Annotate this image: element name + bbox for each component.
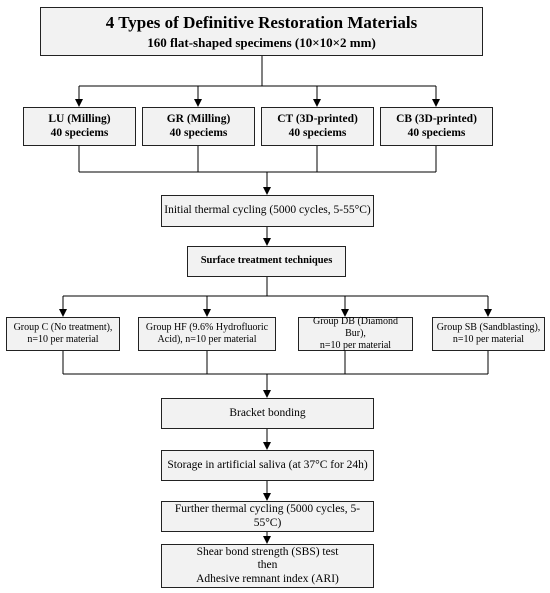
material-name: LU (Milling) xyxy=(48,112,111,125)
final-line-2: then xyxy=(257,559,278,572)
group-line-1: Group HF (9.6% Hydrofluoric xyxy=(145,322,269,333)
title-line-1: 4 Types of Definitive Restoration Materi… xyxy=(105,12,418,32)
group-line-2: Acid), n=10 per material xyxy=(157,334,257,345)
title-box: 4 Types of Definitive Restoration Materi… xyxy=(40,7,483,56)
group-db-box: Group DB (Diamond Bur), n=10 per materia… xyxy=(298,316,413,351)
group-line-1: Group DB (Diamond Bur), xyxy=(313,316,398,339)
final-test-box: Shear bond strength (SBS) test then Adhe… xyxy=(161,544,374,588)
initial-thermal-cycling-label: Initial thermal cycling (5000 cycles, 5-… xyxy=(164,204,371,217)
material-name: CT (3D-printed) xyxy=(277,112,358,125)
surface-treatment-label: Surface treatment techniques xyxy=(200,255,333,267)
material-count: 40 speciems xyxy=(407,126,466,139)
material-name: CB (3D-printed) xyxy=(396,112,477,125)
material-count: 40 speciems xyxy=(288,126,347,139)
further-thermal-cycling-label: Further thermal cycling (5000 cycles, 5-… xyxy=(174,502,361,529)
group-line-1: Group C (No treatment), xyxy=(13,322,113,333)
material-box-ct: CT (3D-printed) 40 speciems xyxy=(261,107,374,146)
group-line-2: n=10 per material xyxy=(319,340,392,351)
final-line-3: Adhesive remnant index (ARI) xyxy=(196,572,339,585)
group-line-2: n=10 per material xyxy=(27,334,99,345)
group-sb-box: Group SB (Sandblasting), n=10 per materi… xyxy=(432,317,545,351)
material-box-cb: CB (3D-printed) 40 speciems xyxy=(380,107,493,146)
group-c-box: Group C (No treatment), n=10 per materia… xyxy=(6,317,120,351)
material-box-gr: GR (Milling) 40 speciems xyxy=(142,107,255,146)
group-line-2: n=10 per material xyxy=(452,334,525,345)
material-box-lu: LU (Milling) 40 speciems xyxy=(23,107,136,146)
storage-label: Storage in artificial saliva (at 37°C fo… xyxy=(167,458,368,471)
storage-box: Storage in artificial saliva (at 37°C fo… xyxy=(161,450,374,481)
group-hf-box: Group HF (9.6% Hydrofluoric Acid), n=10 … xyxy=(138,317,276,351)
initial-thermal-cycling-box: Initial thermal cycling (5000 cycles, 5-… xyxy=(161,195,374,227)
surface-treatment-box: Surface treatment techniques xyxy=(187,246,346,277)
material-count: 40 speciems xyxy=(50,126,109,139)
group-line-1: Group SB (Sandblasting), xyxy=(436,322,541,333)
bracket-bonding-label: Bracket bonding xyxy=(229,406,306,419)
material-name: GR (Milling) xyxy=(166,112,231,125)
final-line-1: Shear bond strength (SBS) test xyxy=(196,546,339,559)
bracket-bonding-box: Bracket bonding xyxy=(161,398,374,429)
further-thermal-cycling-box: Further thermal cycling (5000 cycles, 5-… xyxy=(161,501,374,532)
title-line-2: 160 flat-shaped specimens (10×10×2 mm) xyxy=(147,34,376,50)
material-count: 40 speciems xyxy=(169,126,228,139)
